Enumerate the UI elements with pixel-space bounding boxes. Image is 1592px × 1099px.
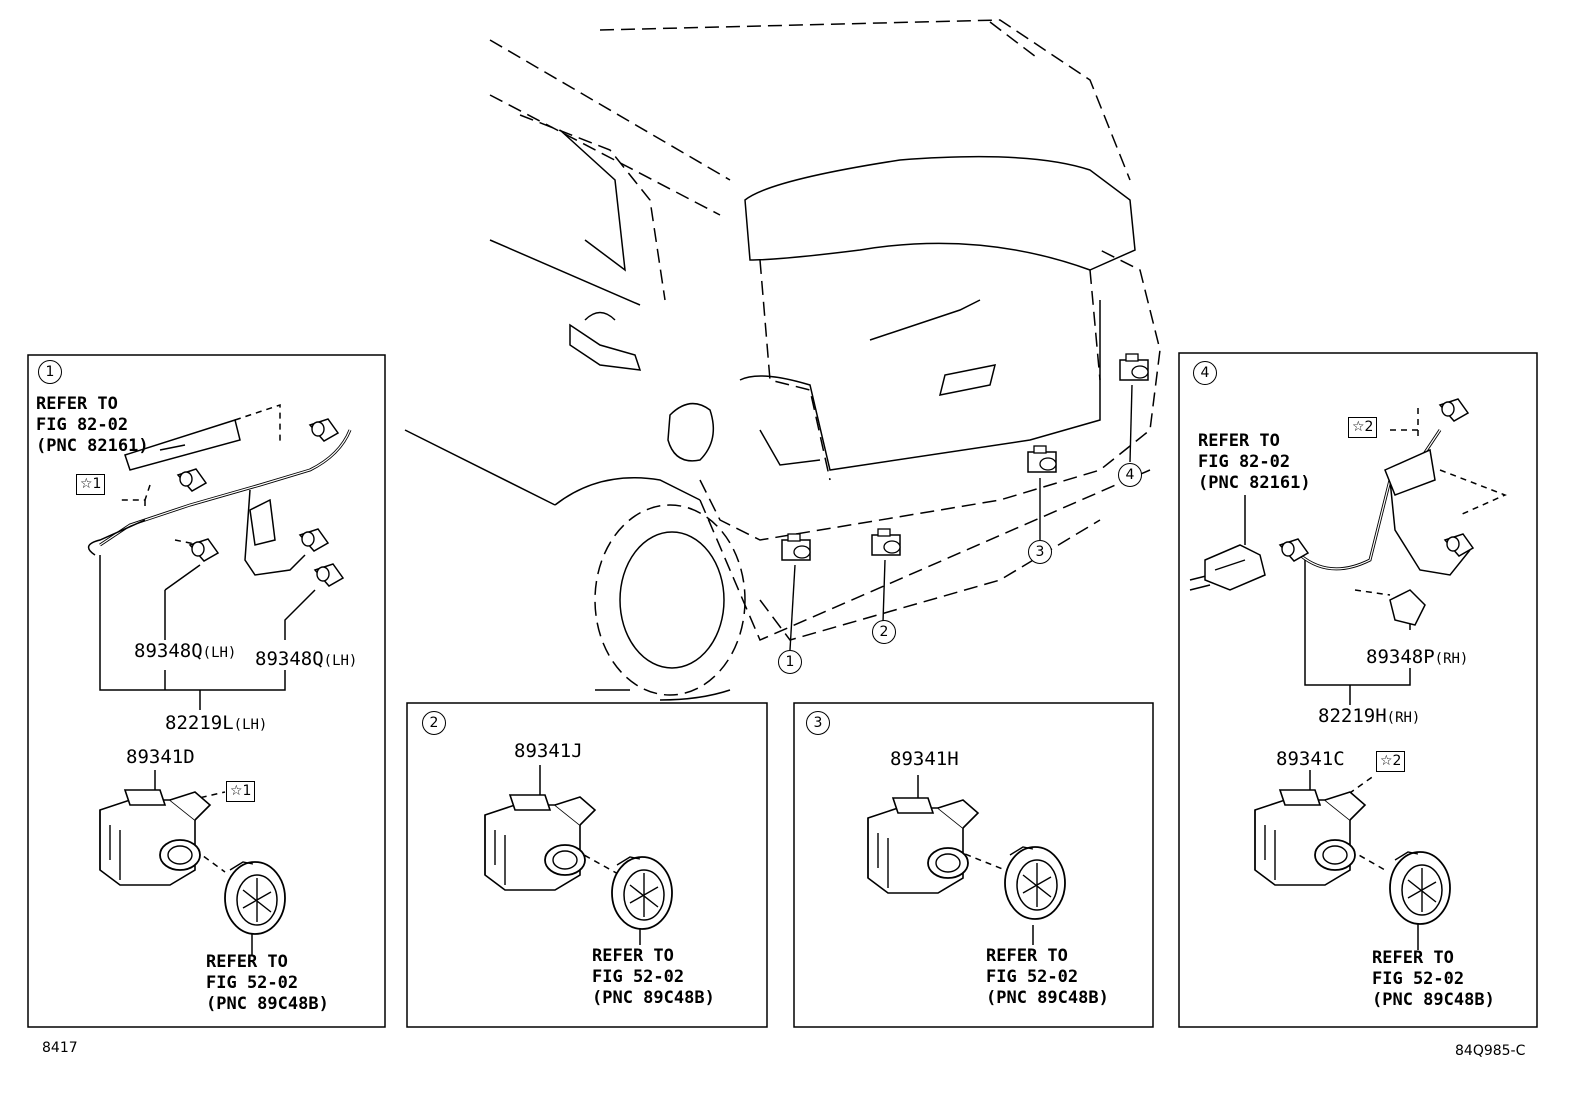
part-side: (LH) <box>202 645 237 661</box>
refer-line-1: REFER TO <box>1372 948 1454 968</box>
refer-line-3: (PNC 82161) <box>1198 473 1311 493</box>
refer-line-3: (PNC 89C48B) <box>1372 990 1495 1010</box>
refer-line-3: (PNC 89C48B) <box>986 988 1109 1008</box>
part-number: 89348Q <box>255 648 324 670</box>
panel-1-sensor-part: 89341D <box>126 746 195 768</box>
panel-2-bumper-refer: REFER TO FIG 52-02 (PNC 89C48B) <box>592 946 715 1009</box>
footer-right-code: 84Q985-C <box>1455 1043 1526 1059</box>
vehicle-callout-1: 1 <box>778 650 802 674</box>
refer-line-1: REFER TO <box>206 952 288 972</box>
panel-4-retainer-part: 89348P(RH) <box>1366 646 1468 670</box>
footer-left-code: 8417 <box>42 1040 78 1056</box>
part-side: (LH) <box>323 653 358 669</box>
panel-1-retainer-a-part: 89348Q(LH) <box>134 640 236 664</box>
part-number: 82219H <box>1318 705 1387 727</box>
refer-line-2: FIG 52-02 <box>1372 969 1465 989</box>
panel-4-callout: 4 <box>1193 361 1217 385</box>
panel-2-sensor-part: 89341J <box>514 740 583 762</box>
panel-4-sensor-part: 89341C <box>1276 748 1345 770</box>
refer-line-3: (PNC 82161) <box>36 436 149 456</box>
panel-4-sensor-star-marker: ☆2 <box>1376 751 1406 772</box>
panel-2-callout: 2 <box>422 711 446 735</box>
refer-line-2: FIG 52-02 <box>206 973 299 993</box>
panel-1-star-marker: ☆1 <box>76 474 106 495</box>
part-number: 89348P <box>1366 646 1435 668</box>
panel-1-wire-part: 82219L(LH) <box>165 712 267 736</box>
panel-1-wiring-refer: REFER TO FIG 82-02 (PNC 82161) <box>36 394 149 457</box>
refer-line-2: FIG 82-02 <box>36 415 129 435</box>
part-number: 89348Q <box>134 640 203 662</box>
panel-1-retainer-b-part: 89348Q(LH) <box>255 648 357 672</box>
vehicle-callout-3: 3 <box>1028 540 1052 564</box>
vehicle-callout-2: 2 <box>872 620 896 644</box>
panel-3-bumper-refer: REFER TO FIG 52-02 (PNC 89C48B) <box>986 946 1109 1009</box>
panel-4-wiring-refer: REFER TO FIG 82-02 (PNC 82161) <box>1198 431 1311 494</box>
panel-1-sensor-star-marker: ☆1 <box>226 781 256 802</box>
part-side: (RH) <box>1386 710 1421 726</box>
panel-4-star-marker: ☆2 <box>1348 417 1378 438</box>
vehicle-callout-4: 4 <box>1118 463 1142 487</box>
panel-3-callout: 3 <box>806 711 830 735</box>
refer-line-3: (PNC 89C48B) <box>592 988 715 1008</box>
refer-line-1: REFER TO <box>592 946 674 966</box>
refer-line-1: REFER TO <box>986 946 1068 966</box>
refer-line-2: FIG 52-02 <box>592 967 685 987</box>
refer-line-2: FIG 82-02 <box>1198 452 1291 472</box>
refer-line-1: REFER TO <box>36 394 118 414</box>
panel-4-wire-part: 82219H(RH) <box>1318 705 1420 729</box>
refer-line-2: FIG 52-02 <box>986 967 1079 987</box>
part-number: 82219L <box>165 712 234 734</box>
panel-1-callout: 1 <box>38 360 62 384</box>
refer-line-1: REFER TO <box>1198 431 1280 451</box>
panel-1-bumper-refer: REFER TO FIG 52-02 (PNC 89C48B) <box>206 952 329 1015</box>
part-side: (RH) <box>1434 651 1469 667</box>
refer-line-3: (PNC 89C48B) <box>206 994 329 1014</box>
part-side: (LH) <box>233 717 268 733</box>
panel-3-sensor-part: 89341H <box>890 748 959 770</box>
panel-4-bumper-refer: REFER TO FIG 52-02 (PNC 89C48B) <box>1372 948 1495 1011</box>
